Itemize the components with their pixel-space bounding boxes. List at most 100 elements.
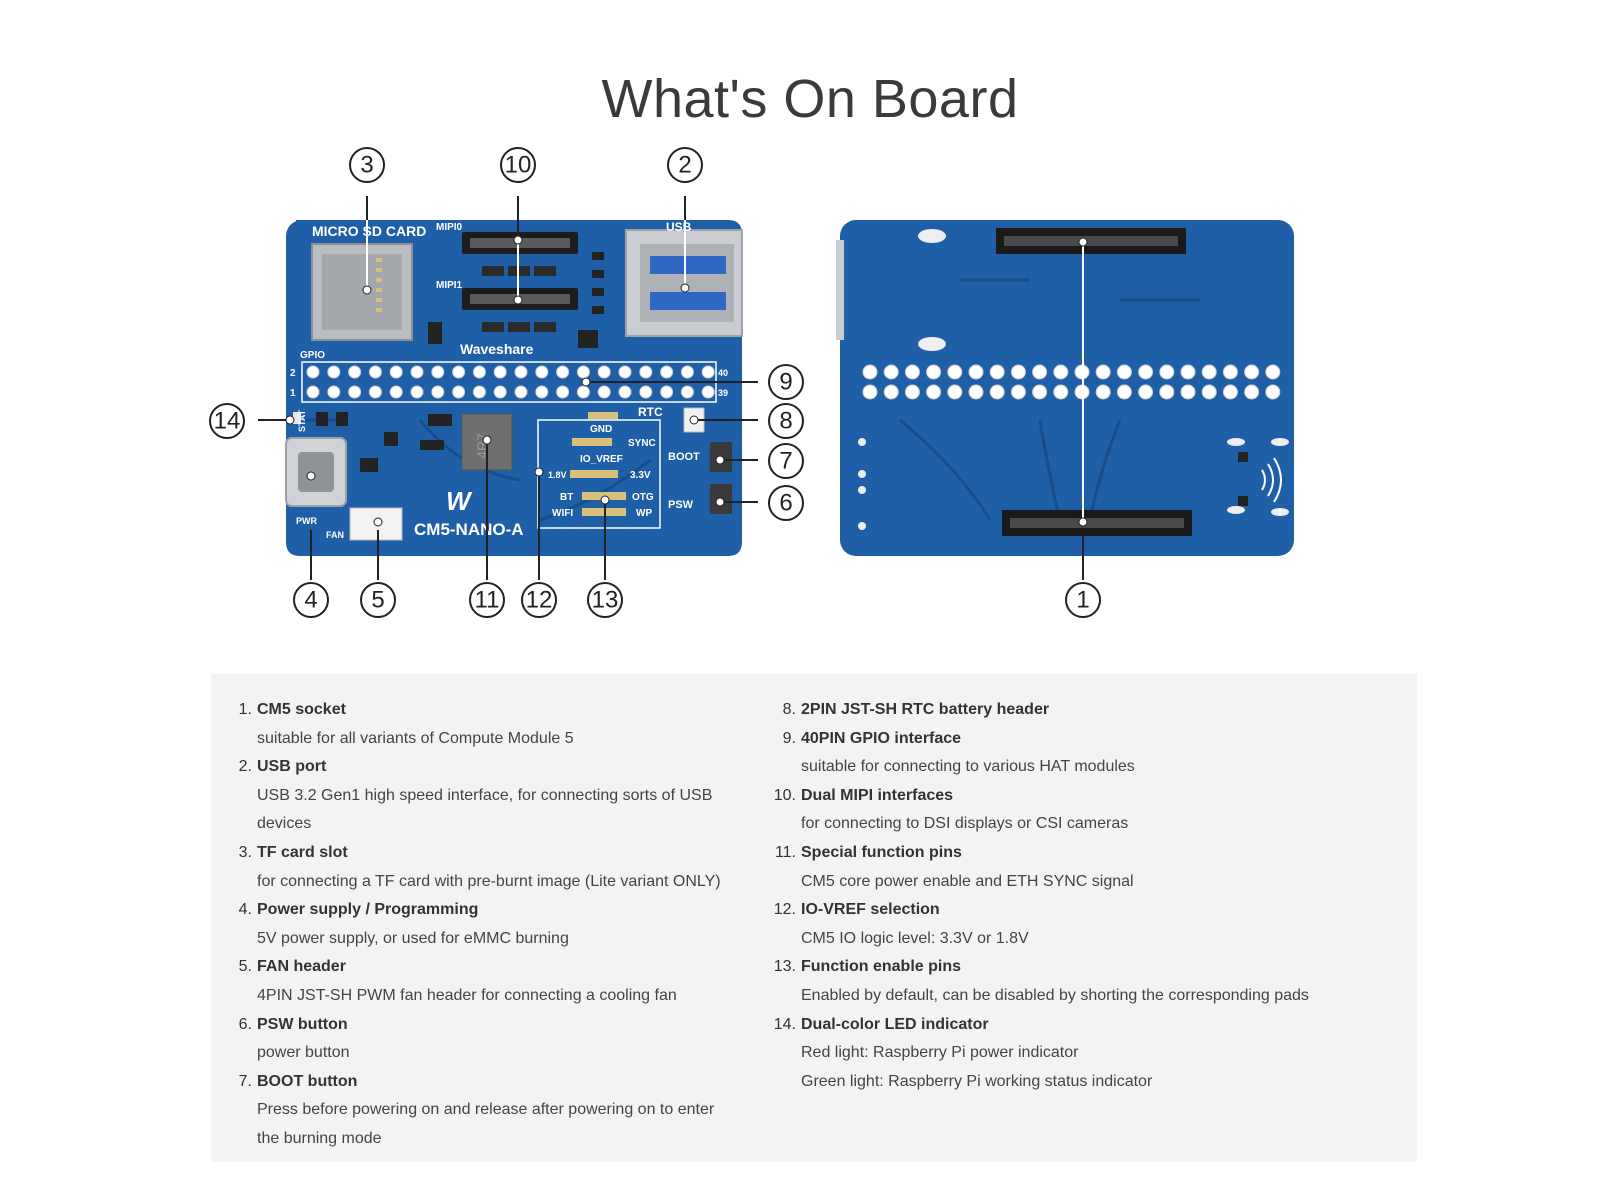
gpio-pin bbox=[1265, 384, 1281, 400]
gpio-pin bbox=[472, 365, 486, 379]
silk-pin40: 40 bbox=[718, 368, 728, 378]
item-title: USB port bbox=[257, 758, 327, 776]
gpio-pin bbox=[1032, 364, 1048, 380]
gpio-pin bbox=[556, 385, 570, 399]
item-number: 6. bbox=[238, 1015, 252, 1033]
callout-9: 9 bbox=[768, 364, 804, 400]
gpio-pin bbox=[348, 385, 362, 399]
usb-c-port bbox=[285, 437, 347, 507]
item-title: BOOT button bbox=[257, 1072, 358, 1090]
gpio-pin bbox=[1116, 384, 1132, 400]
svg-text:9: 9 bbox=[779, 369, 792, 396]
silk-fan: FAN bbox=[326, 530, 344, 540]
silk-io-vref: IO_VREF bbox=[580, 454, 623, 465]
gpio-pin bbox=[452, 385, 466, 399]
item-description: suitable for connecting to various HAT m… bbox=[801, 758, 1135, 776]
gpio-pin bbox=[327, 385, 341, 399]
silk-waveshare: Waveshare bbox=[460, 341, 534, 357]
gpio-pin bbox=[1244, 364, 1260, 380]
gpio-pin bbox=[556, 365, 570, 379]
gpio-pin bbox=[883, 364, 899, 380]
item-description: for connecting a TF card with pre-burnt … bbox=[257, 872, 721, 890]
gpio-pin bbox=[1053, 364, 1069, 380]
gpio-pin bbox=[493, 365, 507, 379]
gpio-pin bbox=[1201, 364, 1217, 380]
item-number: 2. bbox=[238, 758, 252, 776]
item-description: Enabled by default, can be disabled by s… bbox=[801, 986, 1309, 1004]
gpio-pin bbox=[947, 364, 963, 380]
callout-14: 14 bbox=[209, 403, 245, 439]
item-description: Red light: Raspberry Pi power indicator bbox=[801, 1044, 1079, 1062]
item-description: Green light: Raspberry Pi working status… bbox=[801, 1072, 1153, 1090]
svg-text:13: 13 bbox=[592, 587, 619, 614]
silk-sync: SYNC bbox=[628, 438, 656, 449]
silk-model: CM5-NANO-A bbox=[414, 520, 524, 539]
silk-otg: OTG bbox=[632, 492, 654, 503]
item-number: 3. bbox=[238, 843, 252, 861]
item-title: CM5 socket bbox=[257, 701, 346, 718]
item-description: 5V power supply, or used for eMMC burnin… bbox=[257, 929, 569, 947]
gpio-pins-back bbox=[862, 364, 1281, 400]
gpio-pin bbox=[576, 365, 590, 379]
gpio-pin bbox=[452, 365, 466, 379]
gpio-pin bbox=[968, 364, 984, 380]
item-number: 12. bbox=[773, 901, 796, 919]
gpio-pin bbox=[1095, 384, 1111, 400]
item-number: 9. bbox=[782, 729, 796, 747]
silk-mipi0: MIPI0 bbox=[436, 222, 463, 233]
item-description: 4PIN JST-SH PWM fan header for connectin… bbox=[257, 986, 677, 1004]
gpio-pin bbox=[514, 365, 528, 379]
item-number: 11. bbox=[774, 843, 796, 861]
svg-text:14: 14 bbox=[214, 408, 241, 435]
gpio-pin bbox=[368, 385, 382, 399]
silk-pin2: 2 bbox=[290, 368, 296, 379]
gpio-pin bbox=[348, 365, 362, 379]
callout-6: 6 bbox=[768, 485, 804, 521]
description-item: 8.2PIN JST-SH RTC battery header bbox=[755, 696, 1415, 725]
gpio-pin bbox=[472, 385, 486, 399]
gpio-pin bbox=[862, 364, 878, 380]
gpio-pin bbox=[1138, 364, 1154, 380]
gpio-pin bbox=[883, 384, 899, 400]
svg-text:2: 2 bbox=[678, 152, 691, 179]
item-title: Power supply / Programming bbox=[257, 901, 479, 919]
item-description: power button bbox=[257, 1044, 350, 1062]
silk-gnd: GND bbox=[590, 424, 612, 435]
gpio-pin bbox=[1222, 384, 1238, 400]
silk-pin39: 39 bbox=[718, 388, 728, 398]
item-number: 10. bbox=[773, 786, 796, 804]
gpio-pin bbox=[493, 385, 507, 399]
gpio-pin bbox=[862, 384, 878, 400]
item-description: Press before powering on and release aft… bbox=[257, 1101, 715, 1147]
gpio-pin bbox=[1180, 384, 1196, 400]
gpio-pin bbox=[904, 384, 920, 400]
gpio-pin bbox=[410, 365, 424, 379]
gpio-pin bbox=[639, 365, 653, 379]
callout-5: 5 bbox=[360, 582, 396, 618]
stat-led bbox=[293, 412, 301, 424]
silk-gpio: GPIO bbox=[300, 350, 325, 361]
callout-3: 3 bbox=[349, 147, 385, 183]
gpio-pin bbox=[1265, 364, 1281, 380]
silk-boot: BOOT bbox=[668, 451, 700, 463]
silk-micro-sd: MICRO SD CARD bbox=[312, 223, 426, 239]
item-title: Dual-color LED indicator bbox=[801, 1015, 989, 1033]
item-description: suitable for all variants of Compute Mod… bbox=[257, 729, 574, 747]
silk-mipi1: MIPI1 bbox=[436, 280, 463, 291]
gpio-pin bbox=[306, 365, 320, 379]
gpio-pin bbox=[431, 365, 445, 379]
item-description: CM5 core power enable and ETH SYNC signa… bbox=[801, 872, 1134, 890]
callout-10: 10 bbox=[500, 147, 536, 183]
silk-3v3: 3.3V bbox=[630, 470, 651, 481]
item-number: 5. bbox=[238, 958, 252, 976]
silk-wp: WP bbox=[636, 508, 652, 519]
svg-text:10: 10 bbox=[505, 152, 532, 179]
svg-text:7: 7 bbox=[779, 448, 792, 475]
